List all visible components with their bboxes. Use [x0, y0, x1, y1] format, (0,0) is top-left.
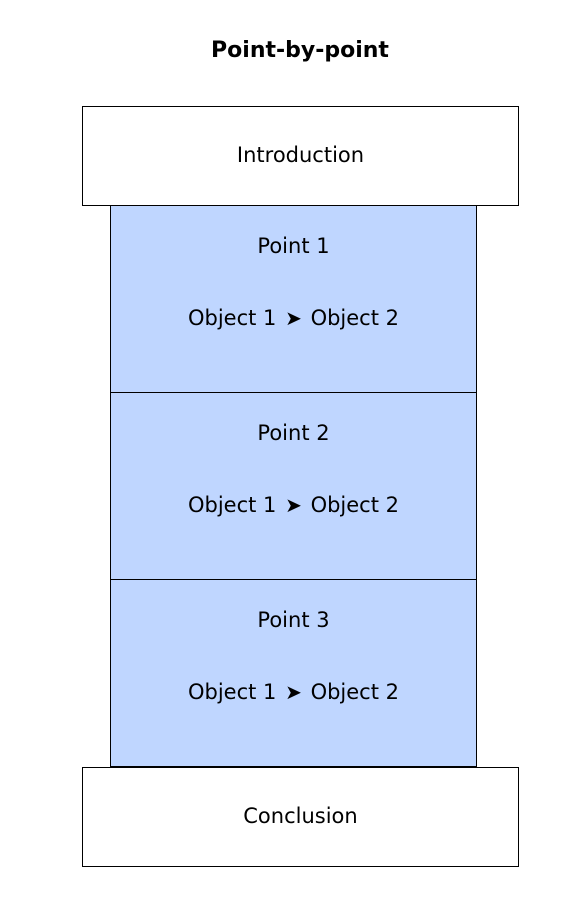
point-3-object-1: Object 1 [187, 680, 277, 704]
point-1-box: Point 1 Object 1 ➤ Object 2 [110, 205, 477, 393]
point-2-object-2: Object 2 [310, 493, 399, 517]
point-1-label: Point 1 [257, 234, 330, 258]
point-2-comparison: Object 1 ➤ Object 2 [111, 491, 476, 519]
arrow-right-icon: ➤ [285, 306, 302, 330]
introduction-label: Introduction [236, 143, 365, 167]
point-3-box: Point 3 Object 1 ➤ Object 2 [110, 579, 477, 767]
diagram-title: Point-by-point [211, 38, 389, 63]
point-3-comparison: Object 1 ➤ Object 2 [111, 678, 476, 706]
introduction-box: Introduction [82, 106, 519, 206]
point-2-box: Point 2 Object 1 ➤ Object 2 [110, 392, 477, 580]
point-1-object-1: Object 1 [187, 306, 277, 330]
point-1-comparison: Object 1 ➤ Object 2 [111, 304, 476, 332]
arrow-right-icon: ➤ [285, 680, 302, 704]
conclusion-label: Conclusion [243, 804, 358, 828]
conclusion-box: Conclusion [82, 767, 519, 867]
arrow-right-icon: ➤ [285, 493, 302, 517]
point-3-label: Point 3 [257, 608, 330, 632]
point-3-object-2: Object 2 [310, 680, 399, 704]
point-1-object-2: Object 2 [310, 306, 399, 330]
point-2-label: Point 2 [257, 421, 330, 445]
point-2-object-1: Object 1 [187, 493, 277, 517]
